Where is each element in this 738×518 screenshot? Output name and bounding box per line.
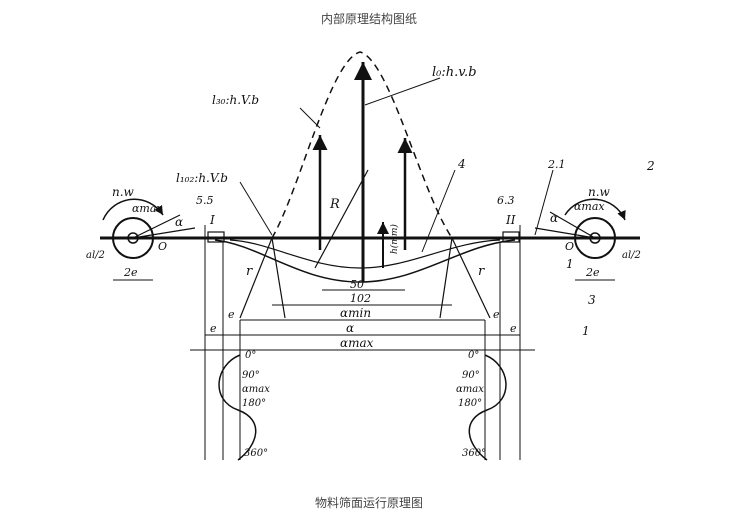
right-eccentric-inner xyxy=(589,232,601,244)
label-2: 2 xyxy=(646,159,655,173)
label-deg0-right: 0° xyxy=(468,350,479,361)
label-amax-curve-left: αmax xyxy=(242,384,270,395)
r-left-line xyxy=(239,237,273,319)
label-2e-right: 2e xyxy=(585,266,600,279)
label-4: 4 xyxy=(457,157,466,171)
label-al2-right: al/2 xyxy=(622,250,641,261)
label-amax-curve-right: αmax xyxy=(456,384,484,395)
label-e-right: e xyxy=(510,322,517,335)
r-right-line xyxy=(451,237,491,319)
left-eccentric-inner xyxy=(127,232,139,244)
label-dim-102: 102 xyxy=(350,292,371,305)
label-nw-left: n.w xyxy=(112,185,135,199)
label-alpha-left: α xyxy=(175,215,183,229)
label-deg180-left: 180° xyxy=(242,398,266,409)
label-6-3: 6.3 xyxy=(497,194,515,207)
label-l30: l₃₀:h.V.b xyxy=(212,93,259,107)
right-eccentric-circle xyxy=(574,217,616,259)
label-deg180-right: 180° xyxy=(458,398,482,409)
left-crank-line xyxy=(132,227,196,239)
label-a-max: αmax xyxy=(340,336,374,350)
label-r-right: r xyxy=(478,264,485,279)
l102-leader xyxy=(239,181,273,236)
radius-r-line xyxy=(314,169,369,269)
label4-leader xyxy=(421,169,456,253)
label-5-5: 5.5 xyxy=(196,194,214,207)
label-3: 3 xyxy=(588,293,596,307)
label-1-right: 1 xyxy=(582,324,590,338)
label-a-mid: α xyxy=(346,321,354,335)
support-block-left xyxy=(207,231,225,243)
label-deg0-left: 0° xyxy=(245,350,256,361)
label-alpha-right: α xyxy=(550,211,558,225)
label-roman-2: II xyxy=(505,213,516,227)
right-crank-line-2 xyxy=(549,211,596,239)
label-deg360-left: 360° xyxy=(244,448,268,459)
label-deg90-left: 90° xyxy=(242,370,260,381)
label-a-min: αmin xyxy=(340,306,371,320)
left-eccentric-circle xyxy=(112,217,154,259)
r-left-line-2 xyxy=(271,237,286,319)
label-2-1: 2.1 xyxy=(547,158,566,171)
label-o-left: O xyxy=(158,240,167,253)
label-amax-right: αmax xyxy=(574,200,605,213)
label-e-left: e xyxy=(210,322,217,335)
label-deg90-right: 90° xyxy=(462,370,480,381)
label-1-circle: 1 xyxy=(566,257,574,271)
left-rotation-arc xyxy=(102,198,164,221)
label-nw-right: n.w xyxy=(588,185,611,199)
bottom-caption: 物料筛面运行原理图 xyxy=(314,496,423,510)
label-o-right: O xyxy=(565,240,574,253)
label-r-big: R xyxy=(329,197,340,212)
label21-leader xyxy=(534,169,554,236)
amplitude-dashed-curve xyxy=(271,51,453,239)
label-al2-left: al/2 xyxy=(86,250,105,261)
label-2e-left: 2e xyxy=(123,266,138,279)
label-roman-1: I xyxy=(209,213,215,227)
label-h: h(mm) xyxy=(389,224,400,254)
l30-leader xyxy=(299,107,321,129)
label-amax-left: αmax xyxy=(132,202,163,215)
label-l0: l₀:h.v.b xyxy=(432,65,477,80)
label-e-right-2: e xyxy=(493,308,500,321)
right-sine-curve xyxy=(468,354,507,461)
label-l102: l₁₀₂:h.V.b xyxy=(176,171,228,185)
label-r-left: r xyxy=(246,264,253,279)
label-deg360-right: 360° xyxy=(462,448,486,459)
label-e-left-2: e xyxy=(228,308,235,321)
sag-curve-outer xyxy=(214,239,516,283)
left-sine-curve xyxy=(218,354,257,461)
l0-leader xyxy=(364,77,441,106)
label-dim-50: 50 xyxy=(350,278,364,291)
right-crank-line xyxy=(534,227,596,239)
left-crank-line-2 xyxy=(132,214,181,239)
right-rotation-arc xyxy=(564,198,626,221)
top-caption: 内部原理结构图纸 xyxy=(320,12,417,26)
support-block-right xyxy=(502,231,520,243)
